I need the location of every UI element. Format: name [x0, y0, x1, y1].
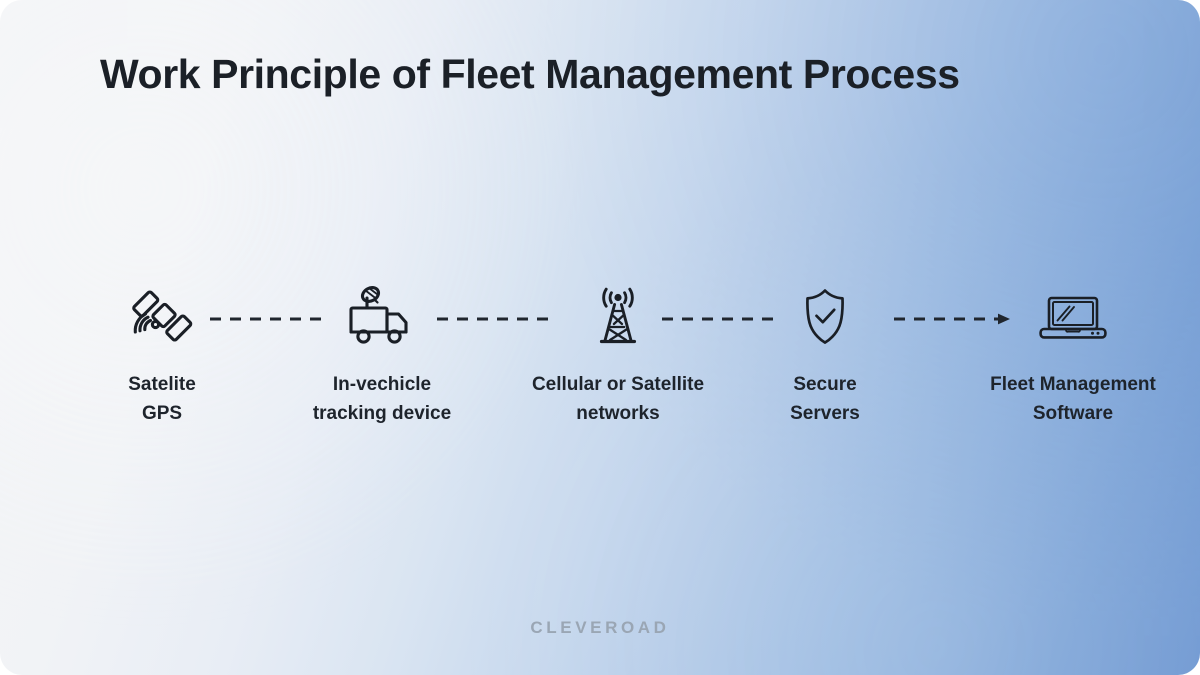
tracking-truck-icon	[292, 282, 472, 352]
cell-tower-icon	[508, 282, 728, 352]
cleveroad-wordmark: CLEVEROAD	[530, 618, 670, 637]
flow-step-label: In-vechicle tracking device	[312, 374, 452, 425]
shield-check-icon	[750, 282, 900, 352]
flow-step-secure-servers: Secure Servers	[750, 282, 900, 429]
flow-step-label: Satelite GPS	[128, 374, 196, 425]
laptop-icon	[968, 282, 1178, 352]
connector-4	[892, 312, 1016, 325]
flow-step-label: Secure Servers	[790, 374, 860, 425]
satellite-icon	[82, 282, 242, 352]
flow-step-satellite-gps: Satelite GPS	[82, 282, 242, 429]
flow-step-in-vehicle-tracking-device: In-vechicle tracking device	[292, 282, 472, 429]
process-flow: Satelite GPS	[60, 282, 1156, 432]
flow-step-fleet-management-software: Fleet Management Software	[968, 282, 1178, 429]
flow-step-label: Cellular or Satellite networks	[531, 374, 705, 425]
page-title: Work Principle of Fleet Management Proce…	[100, 51, 960, 97]
flow-step-label: Fleet Management Software	[990, 374, 1156, 425]
flow-step-cellular-or-satellite-networks: Cellular or Satellite networks	[508, 282, 728, 429]
